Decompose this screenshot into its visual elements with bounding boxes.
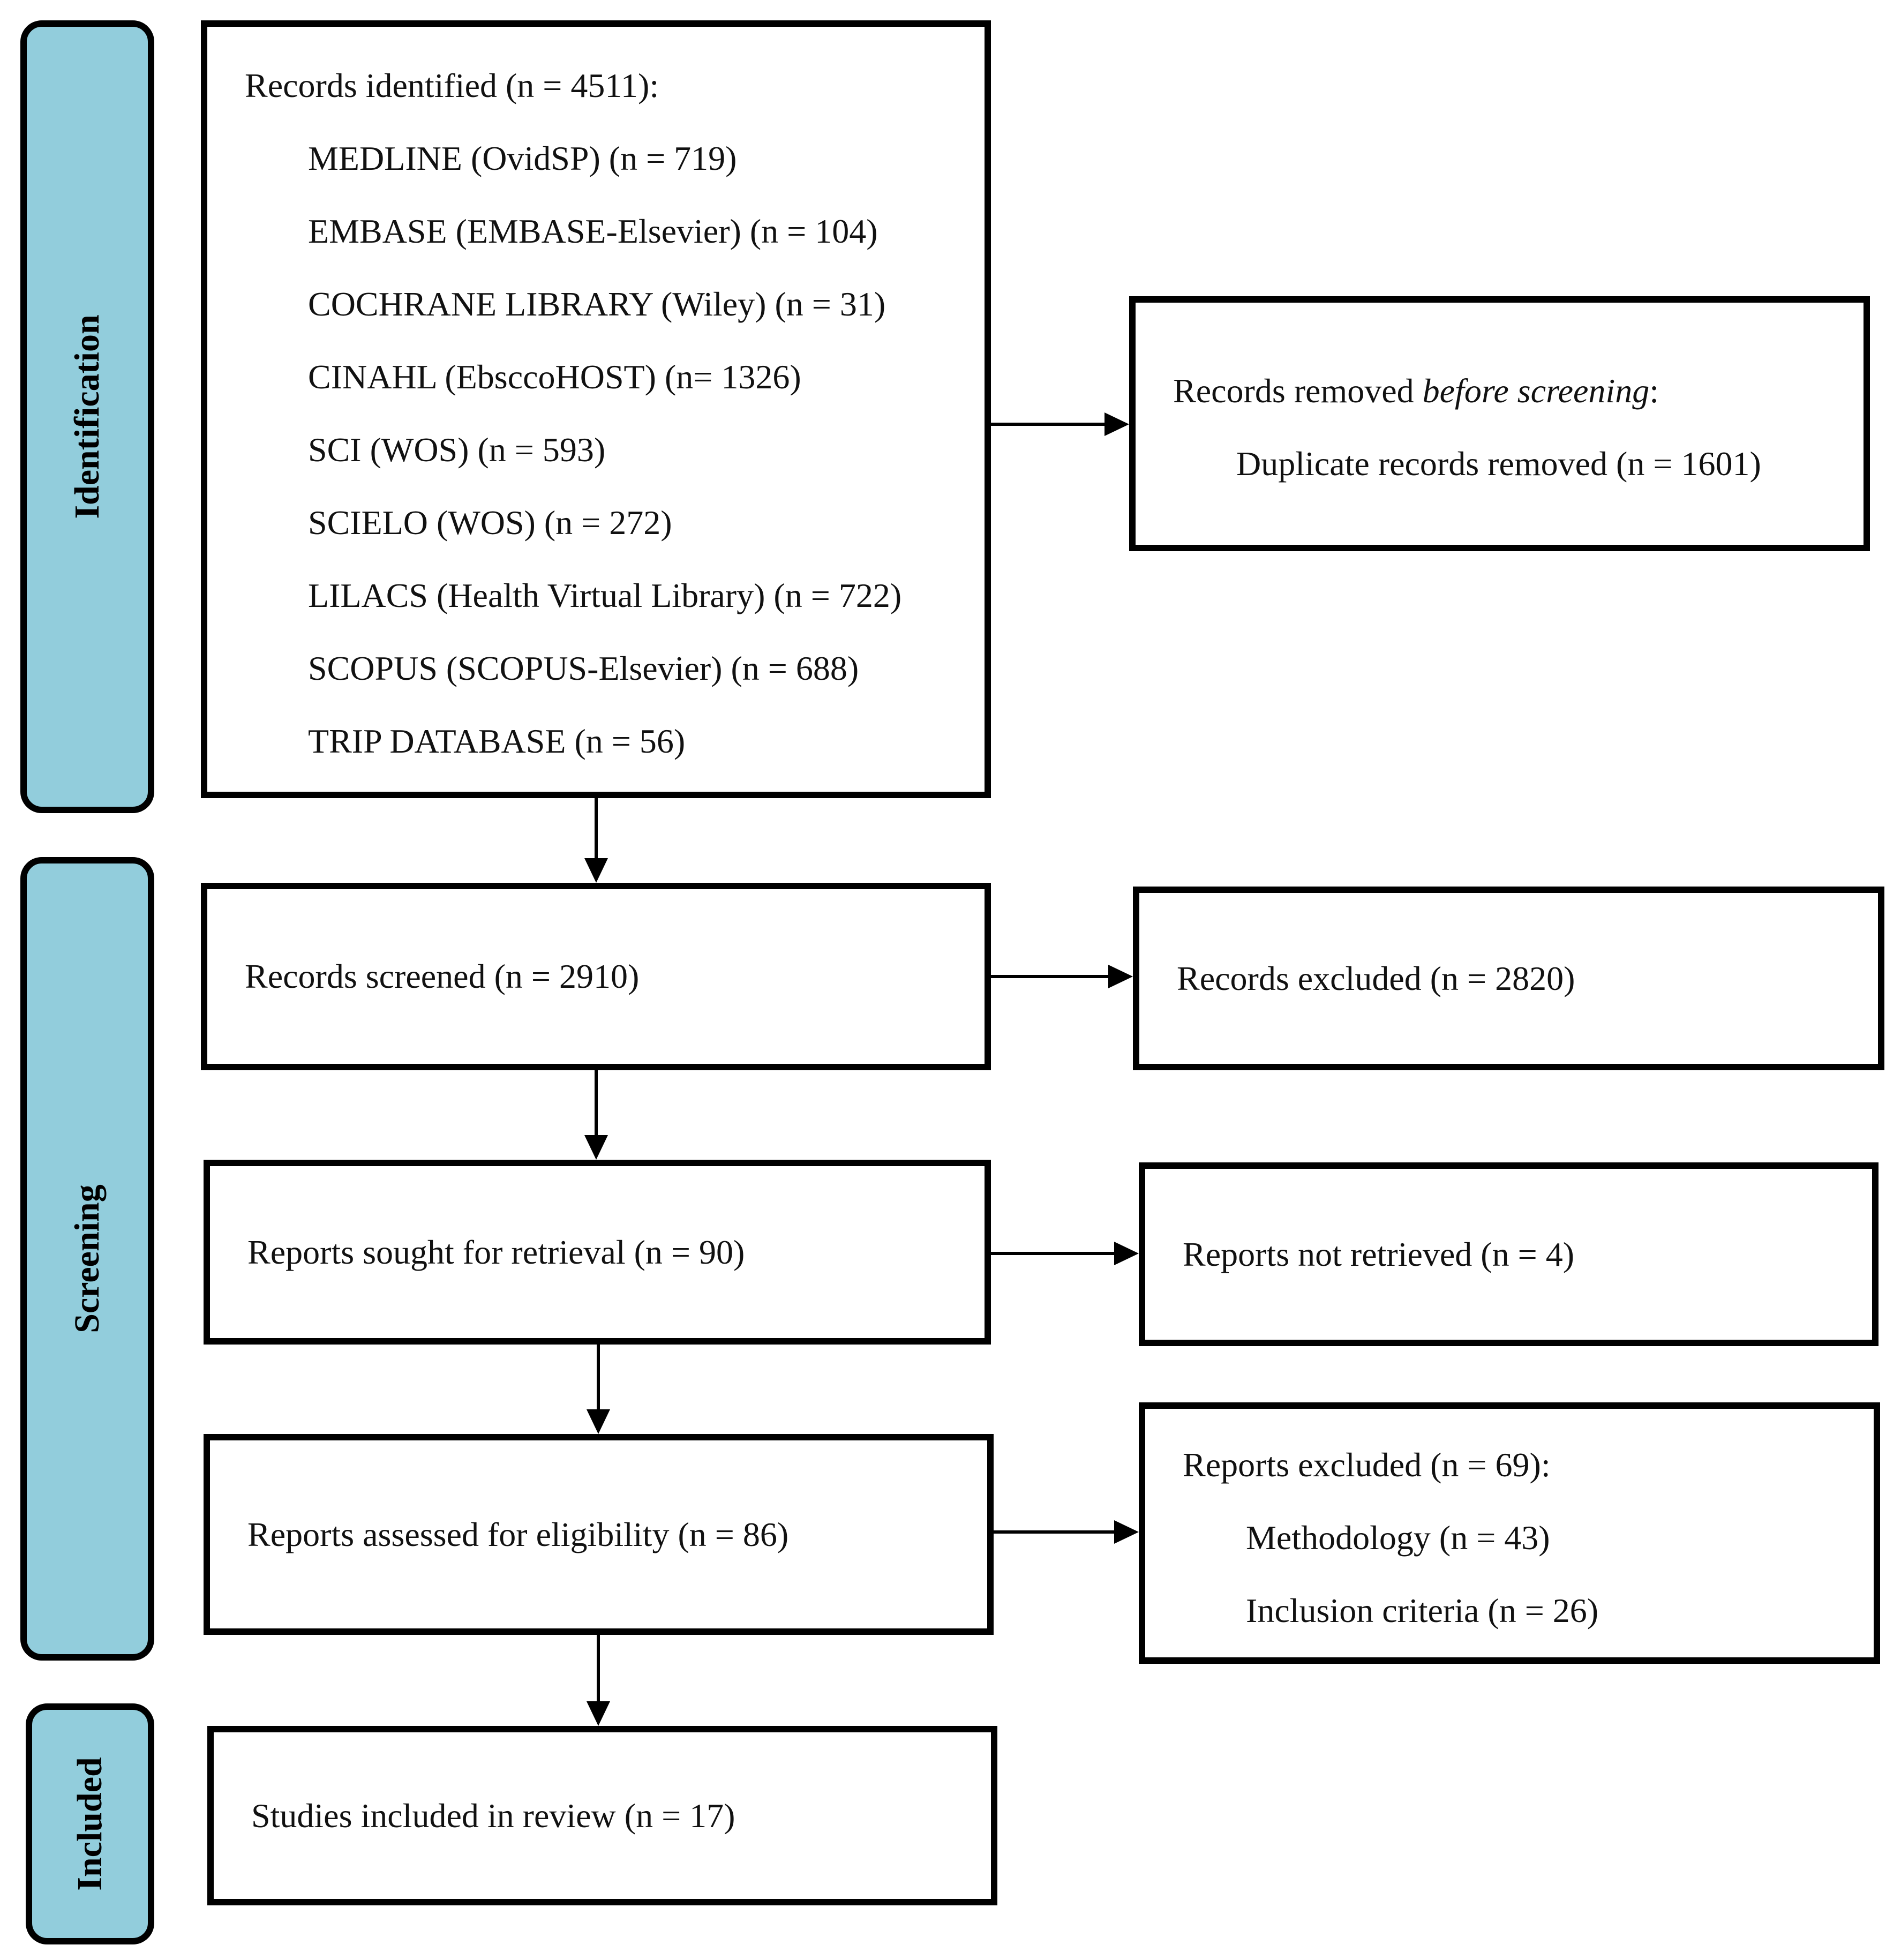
phase-screening: Screening — [20, 857, 154, 1661]
reports-assessed-box: Reports assessed for eligibility (n = 86… — [204, 1434, 994, 1635]
arrowhead-identified-to-removed — [1104, 412, 1129, 436]
duplicate-records-removed: Duplicate records removed (n = 1601) — [1236, 445, 1761, 483]
exclusion-reason-methodology: Methodology (n = 43) — [1246, 1519, 1550, 1557]
source-sci: SCI (WOS) (n = 593) — [308, 431, 606, 469]
reports-assessed-label: Reports assessed for eligibility (n = 86… — [247, 1515, 789, 1553]
arrowhead-sought-to-assessed — [587, 1409, 610, 1434]
reports-not-retrieved-box: Reports not retrieved (n = 4) — [1139, 1162, 1879, 1346]
studies-included-box: Studies included in review (n = 17) — [207, 1726, 997, 1905]
source-lilacs: LILACS (Health Virtual Library) (n = 722… — [308, 576, 902, 614]
reports-not-retrieved-label: Reports not retrieved (n = 4) — [1183, 1235, 1574, 1273]
source-embase: EMBASE (EMBASE-Elsevier) (n = 104) — [308, 212, 878, 250]
records-removed-box: Records removed before screening: Duplic… — [1129, 296, 1870, 551]
arrowhead-sought-to-not-retrieved — [1114, 1242, 1139, 1265]
records-excluded-label: Records excluded (n = 2820) — [1177, 959, 1575, 997]
records-screened-box: Records screened (n = 2910) — [201, 883, 991, 1070]
records-screened-label: Records screened (n = 2910) — [245, 957, 640, 995]
arrowhead-identified-to-screened — [584, 858, 608, 883]
records-excluded-box: Records excluded (n = 2820) — [1133, 887, 1884, 1070]
exclusion-reason-inclusion-criteria: Inclusion criteria (n = 26) — [1246, 1591, 1599, 1629]
phase-identification: Identification — [20, 20, 154, 813]
reports-sought-label: Reports sought for retrieval (n = 90) — [247, 1233, 745, 1271]
arrowhead-assessed-to-reports-excluded — [1114, 1520, 1139, 1544]
source-scielo: SCIELO (WOS) (n = 272) — [308, 504, 672, 542]
source-scopus: SCOPUS (SCOPUS-Elsevier) (n = 688) — [308, 649, 859, 687]
reports-sought-box: Reports sought for retrieval (n = 90) — [204, 1160, 991, 1345]
arrowhead-screened-to-excluded — [1108, 965, 1133, 988]
arrowhead-assessed-to-included — [587, 1701, 610, 1726]
reports-excluded-header: Reports excluded (n = 69): — [1183, 1446, 1551, 1484]
source-cochrane: COCHRANE LIBRARY (Wiley) (n = 31) — [308, 285, 886, 323]
records-removed-suffix: : — [1649, 372, 1659, 410]
studies-included-label: Studies included in review (n = 17) — [251, 1796, 735, 1835]
records-removed-header: Records removed before screening: — [1173, 372, 1659, 410]
records-removed-prefix: Records removed — [1173, 372, 1423, 410]
records-identified-header: Records identified (n = 4511): — [245, 66, 659, 104]
source-trip: TRIP DATABASE (n = 56) — [308, 722, 686, 760]
records-identified-box: Records identified (n = 4511): MEDLINE (… — [201, 20, 991, 798]
phase-included: Included — [26, 1703, 154, 1944]
source-medline: MEDLINE (OvidSP) (n = 719) — [308, 139, 737, 177]
reports-excluded-box: Reports excluded (n = 69): Methodology (… — [1139, 1402, 1880, 1664]
source-cinahl: CINAHL (EbsccoHOST) (n= 1326) — [308, 358, 801, 396]
records-removed-emphasis: before screening — [1422, 372, 1650, 410]
arrowhead-screened-to-sought — [584, 1135, 608, 1160]
